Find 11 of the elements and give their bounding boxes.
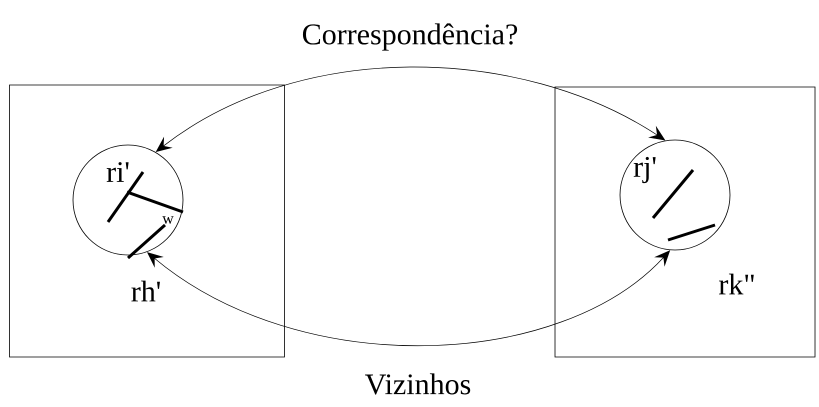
image-frame — [554, 86, 816, 358]
title: Correspondência? — [302, 23, 518, 51]
image-frame — [9, 84, 285, 358]
circle-outline — [620, 140, 730, 250]
circle-outline — [72, 144, 184, 256]
region-label: rk" — [718, 274, 754, 294]
region-label: rh' — [131, 280, 160, 302]
caption: Vizinhos — [365, 373, 470, 395]
region-label: ri' — [106, 162, 129, 182]
region-label: rj' — [634, 156, 656, 184]
region-label: w — [162, 216, 174, 224]
